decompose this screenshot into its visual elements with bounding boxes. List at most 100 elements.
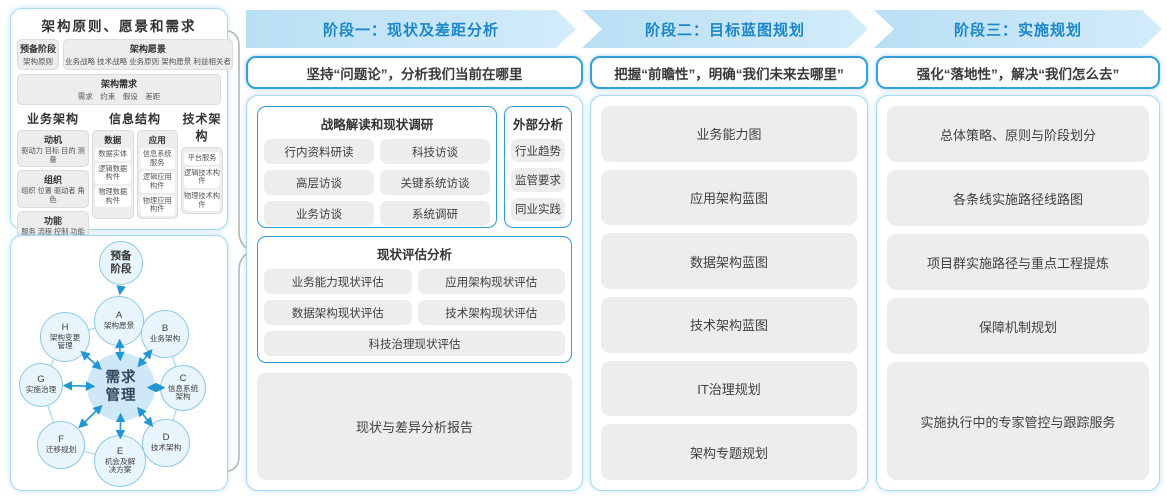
adm-node-h-letter: H — [61, 322, 69, 334]
information-structure-title: 信息结构 — [108, 112, 161, 126]
adm-node-b: B 业务架构 — [141, 310, 189, 358]
external-analysis-group: 外部分析 行业趋势 监管要求 同业实践 — [504, 106, 572, 228]
business-architecture-column: 业务架构 动机 驱动力 目标 目的 测量 组织 组织 位置 驱动者 角色 功能 … — [17, 110, 89, 242]
data-entity-item: 数据实体 — [95, 148, 131, 161]
phase2-item: IT治理规划 — [601, 360, 857, 417]
technology-architecture-column: 技术架构 平台服务 逻辑技术构件 物理技术构件 — [181, 110, 223, 215]
vision-box: 架构愿景 业务战略 技术战略 业务原则 架构愿景 利益相关者 — [63, 39, 233, 70]
phase2-item: 应用架构蓝图 — [601, 169, 857, 226]
adm-cycle-panel: 预备阶段 A 架构愿景 B 业务架构 C 信息系统架构 D 技术架构 E 机会及… — [10, 235, 228, 491]
adm-node-e-label: 机会及解决方案 — [104, 456, 136, 475]
phase2-item: 数据架构蓝图 — [601, 233, 857, 290]
logical-data-item: 逻辑数据构件 — [95, 162, 131, 184]
principles-panel: 架构原则、愿景和需求 预备阶段 架构原则 架构愿景 业务战略 技术战略 业务原则… — [10, 8, 233, 286]
vision-sub: 业务战略 技术战略 业务原则 架构愿景 利益相关者 — [65, 57, 231, 66]
adm-node-b-label: 业务架构 — [149, 334, 181, 344]
organization-box: 组织 组织 位置 驱动者 角色 — [17, 170, 89, 208]
gap-analysis-report-box: 现状与差异分析报告 — [257, 373, 572, 480]
information-structure-column: 信息结构 数据 数据实体 逻辑数据构件 物理数据构件 应用 信息系统服务 逻辑应… — [92, 110, 178, 219]
adm-node-prep: 预备阶段 — [99, 241, 143, 285]
assessment-item: 业务能力现状评估 — [264, 269, 412, 294]
adm-node-f: F 迁移规划 — [37, 421, 85, 469]
phase2-item: 架构专题规划 — [601, 424, 857, 481]
prep-phase-box: 预备阶段 架构原则 — [17, 39, 59, 70]
phase3-header-text: 阶段三：实施规划 — [953, 21, 1082, 39]
technology-architecture-title: 技术架构 — [182, 112, 222, 143]
organization-title: 组织 — [43, 175, 62, 186]
adm-node-d: D 技术架构 — [142, 419, 190, 467]
requirement-sub: 需求 约束 假设 差距 — [77, 92, 161, 101]
adm-node-c-letter: C — [179, 373, 187, 385]
assessment-group-title: 现状评估分析 — [376, 248, 452, 262]
data-subcolumn: 数据 数据实体 逻辑数据构件 物理数据构件 — [92, 130, 134, 219]
research-group-title: 战略解读和现状调研 — [320, 118, 434, 132]
adm-node-a-label: 架构愿景 — [103, 321, 135, 331]
adm-node-a: A 架构愿景 — [94, 296, 144, 346]
phase3-item: 总体策略、原则与阶段划分 — [887, 106, 1149, 162]
phase3-item: 保障机制规划 — [887, 298, 1149, 354]
research-item: 业务访谈 — [264, 201, 374, 226]
business-architecture-title: 业务架构 — [26, 112, 79, 126]
adm-node-h: H 架构变更管理 — [40, 312, 90, 362]
external-item: 行业趋势 — [511, 139, 565, 163]
platform-service-item: 平台服务 — [184, 152, 220, 165]
principles-panel-title: 架构原则、愿景和需求 — [41, 19, 197, 34]
phase3-header-band: 阶段三：实施规划 — [874, 10, 1162, 48]
external-analysis-title: 外部分析 — [512, 118, 563, 132]
adm-node-e: E 机会及解决方案 — [94, 435, 146, 487]
info-system-service-item: 信息系统服务 — [139, 148, 175, 170]
phase2-item: 技术架构蓝图 — [601, 297, 857, 353]
function-box: 功能 服务 流程 控制 功能 — [17, 210, 89, 240]
motivation-box: 动机 驱动力 目标 目的 测量 — [17, 130, 89, 168]
phase3-subtitle: 强化“落地性”，解决“我们怎么去” — [876, 56, 1160, 89]
research-item: 高层访谈 — [264, 170, 374, 195]
adm-node-g: G 实施治理 — [19, 363, 63, 407]
adm-node-b-letter: B — [161, 323, 169, 335]
function-title: 功能 — [43, 215, 62, 226]
phase2-content: 业务能力图 应用架构蓝图 数据架构蓝图 技术架构蓝图 IT治理规划 架构专题规划 — [590, 95, 868, 491]
phase2-header-band: 阶段二：目标蓝图规划 — [582, 10, 868, 48]
phase3-item: 各条线实施路径线路图 — [887, 170, 1149, 226]
adm-node-f-letter: F — [58, 434, 64, 446]
adm-node-h-label: 架构变更管理 — [49, 332, 81, 351]
adm-node-c: C 信息系统架构 — [160, 365, 206, 411]
motivation-title: 动机 — [43, 135, 62, 145]
architecture-columns: 业务架构 动机 驱动力 目标 目的 测量 组织 组织 位置 驱动者 角色 功能 … — [17, 110, 223, 242]
adm-node-a-letter: A — [115, 310, 123, 322]
physical-tech-item: 物理技术构件 — [184, 189, 220, 212]
prep-phase-sub: 架构原则 — [23, 57, 53, 66]
research-item: 科技访谈 — [380, 139, 490, 164]
data-subcolumn-title: 数据 — [104, 135, 122, 145]
motivation-sub: 驱动力 目标 目的 测量 — [21, 146, 85, 164]
adm-node-c-label: 信息系统架构 — [167, 383, 199, 402]
phase3-item: 实施执行中的专家管控与跟踪服务 — [887, 362, 1149, 480]
phase2-subtitle-text: 把握“前瞻性”，明确“我们未来去哪里” — [614, 66, 844, 82]
adm-node-g-letter: G — [37, 374, 45, 386]
adm-center-label: 需求管理 — [105, 369, 137, 404]
adm-node-d-letter: D — [162, 432, 170, 444]
research-item: 行内资料研读 — [264, 139, 374, 164]
research-item: 系统调研 — [380, 201, 490, 226]
requirement-box: 架构需求 需求 约束 假设 差距 — [17, 74, 221, 105]
adm-prep-label: 预备阶段 — [110, 250, 132, 275]
phase3-subtitle-text: 强化“落地性”，解决“我们怎么去” — [916, 66, 1120, 82]
assessment-item: 应用架构现状评估 — [417, 269, 565, 294]
physical-data-item: 物理数据构件 — [95, 185, 131, 208]
external-item: 监管要求 — [511, 168, 565, 192]
application-subcolumn: 应用 信息系统服务 逻辑应用构件 物理应用构件 — [136, 130, 178, 219]
logical-tech-item: 逻辑技术构件 — [184, 166, 220, 188]
phase3-item: 项目群实施路径与重点工程提炼 — [887, 234, 1149, 290]
physical-app-item: 物理应用构件 — [139, 194, 175, 216]
phase1-header-text: 阶段一：现状及差距分析 — [322, 21, 499, 39]
assessment-item: 技术架构现状评估 — [417, 300, 565, 325]
phase1-header-band: 阶段一：现状及差距分析 — [246, 10, 576, 48]
adm-node-f-label: 迁移规划 — [45, 445, 77, 455]
logical-app-item: 逻辑应用构件 — [139, 171, 175, 193]
external-item: 同业实践 — [511, 197, 565, 221]
research-group: 战略解读和现状调研 行内资料研读 科技访谈 高层访谈 关键系统访谈 业务访谈 系… — [257, 106, 497, 228]
adm-node-g-label: 实施治理 — [25, 385, 57, 395]
application-subcolumn-title: 应用 — [148, 135, 166, 145]
assessment-group: 现状评估分析 业务能力现状评估 应用架构现状评估 数据架构现状评估 技术架构现状… — [257, 236, 572, 363]
requirement-title: 架构需求 — [100, 79, 137, 89]
adm-center-node: 需求管理 — [87, 353, 155, 421]
